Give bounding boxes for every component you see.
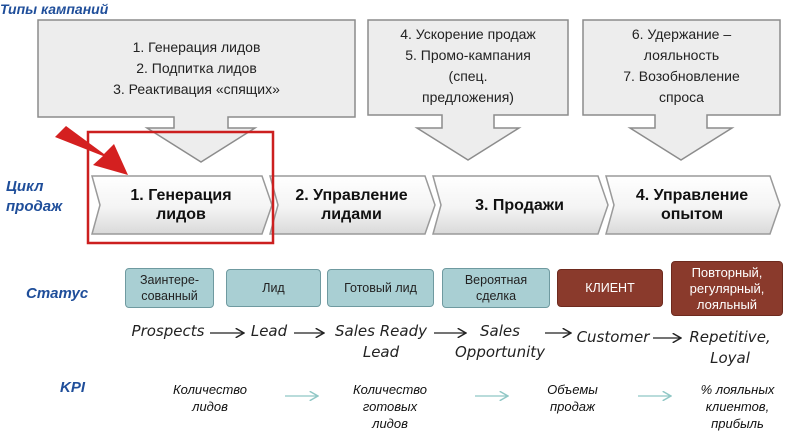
kpi-label: KPI: [60, 379, 86, 396]
status-box-loyal: Повторный,регулярный,лояльный: [671, 261, 783, 316]
status-en-line: Sales: [480, 322, 520, 340]
campaign-item: 1. Генерация лидов: [132, 39, 261, 55]
stage-chevron-1: [91, 175, 273, 235]
campaign-item: 7. Возобновление: [623, 68, 740, 84]
status-en-lead: Lead: [244, 321, 294, 342]
stage-2-line1: 2. Управление: [295, 187, 408, 204]
status-box-line: лояльный: [696, 296, 758, 312]
status-en-line: Prospects: [131, 322, 205, 340]
stage-2-text: 2. Управление лидами: [278, 186, 425, 224]
campaign-item: (спец.: [448, 68, 488, 84]
status-en-line: Loyal: [710, 349, 750, 367]
kpi-line: лидов: [192, 399, 228, 414]
status-box-line: регулярный,: [689, 280, 765, 296]
stage-3-text: 3. Продажи: [441, 196, 598, 215]
kpi-ready-lead-count: Количество готовых лидов: [335, 381, 445, 432]
campaign-item: 5. Промо-кампания: [405, 47, 531, 63]
sales-cycle-label-line1: Цикл: [6, 178, 44, 195]
stage-3-line1: 3. Продажи: [475, 197, 564, 214]
status-en-line: Lead: [362, 343, 400, 361]
sales-cycle-label-line2: продаж: [6, 198, 63, 215]
kpi-line: % лояльных: [700, 382, 775, 397]
stage-1-text: 1. Генерация лидов: [100, 186, 262, 224]
sales-cycle-label: Цикл продаж: [6, 177, 62, 217]
status-flow-arrows: [210, 333, 681, 338]
status-en-prospects: Prospects: [120, 321, 216, 342]
campaign-box-3-text: 6. Удержание – лояльность 7. Возобновлен…: [583, 24, 780, 108]
status-box-line: КЛИЕНТ: [585, 281, 635, 295]
red-pointer-arrow: [55, 126, 128, 175]
status-en-line: Repetitive,: [689, 328, 771, 346]
campaign-item: 3. Реактивация «спящих»: [113, 81, 280, 97]
stage-4-line2: опытом: [660, 206, 724, 223]
status-box-line: сделка: [475, 289, 517, 303]
status-box-line: Лид: [262, 281, 285, 295]
stage-1-line2: лидов: [156, 206, 206, 223]
campaign-box-1-text: 1. Генерация лидов 2. Подпитка лидов 3. …: [38, 37, 355, 100]
status-en-customer: Customer: [572, 327, 654, 348]
status-box-prospect: Заинтере-сованный: [125, 268, 214, 308]
stage-chevron-2: [269, 175, 436, 235]
status-label: Статус: [26, 285, 89, 302]
kpi-loyal-customers: % лояльных клиентов, прибыль: [685, 381, 790, 432]
kpi-line: лидов: [372, 416, 408, 431]
status-en-line: Sales Ready: [335, 322, 427, 340]
status-box-customer: КЛИЕНТ: [557, 269, 663, 307]
campaign-item: лояльность: [643, 47, 720, 63]
campaign-item: 6. Удержание –: [631, 26, 732, 42]
campaign-callout-3: [582, 19, 781, 161]
status-en-line: Opportunity: [454, 343, 545, 361]
status-box-line: сованный: [141, 289, 198, 303]
kpi-line: продаж: [550, 399, 595, 414]
kpi-sales-volume: Объемы продаж: [525, 381, 620, 415]
campaign-box-2-text: 4. Ускорение продаж 5. Промо-кампания (с…: [368, 24, 568, 108]
kpi-line: клиентов,: [705, 399, 770, 414]
kpi-line: Объемы: [547, 382, 598, 397]
stage-chevron-4: [605, 175, 781, 235]
campaign-item: 2. Подпитка лидов: [136, 60, 257, 76]
kpi-line: Количество: [172, 382, 248, 397]
status-en-line: Customer: [576, 328, 650, 346]
status-box-lead: Лид: [226, 269, 321, 307]
campaign-item: 4. Ускорение продаж: [400, 26, 536, 42]
stage-4-text: 4. Управление опытом: [614, 186, 770, 224]
campaign-item: спроса: [659, 89, 704, 105]
campaign-callout-2: [367, 19, 569, 161]
status-box-line: Готовый лид: [344, 281, 417, 295]
status-en-line: Lead: [250, 322, 288, 340]
campaign-callout-1: [37, 19, 356, 163]
stage-chevron-3: [432, 175, 609, 235]
sales-cycle-chevrons: [91, 175, 781, 235]
kpi-lead-count: Количество лидов: [160, 381, 260, 415]
campaign-item: предложения): [422, 89, 514, 105]
status-en-repetitive: Repetitive, Loyal: [680, 327, 780, 369]
stage-2-line2: лидами: [321, 206, 382, 223]
status-box-line: Повторный,: [691, 264, 763, 280]
highlight-frame: [86, 130, 275, 245]
status-box-opportunity: Вероятная сделка: [442, 268, 550, 308]
kpi-line: Количество: [352, 382, 428, 397]
stage-1-line1: 1. Генерация: [130, 187, 232, 204]
campaign-types-label: Типы кампаний: [0, 1, 109, 17]
status-box-line: Заинтере-: [140, 273, 199, 287]
kpi-line: готовых: [362, 399, 418, 414]
stage-4-line1: 4. Управление: [635, 187, 749, 204]
status-en-sales-ready-lead: Sales Ready Lead: [326, 321, 436, 363]
kpi-line: прибыль: [711, 416, 764, 431]
status-box-sales-ready-lead: Готовый лид: [327, 269, 434, 307]
status-box-line: Вероятная: [464, 273, 528, 287]
status-en-opportunity: Sales Opportunity: [450, 321, 550, 363]
